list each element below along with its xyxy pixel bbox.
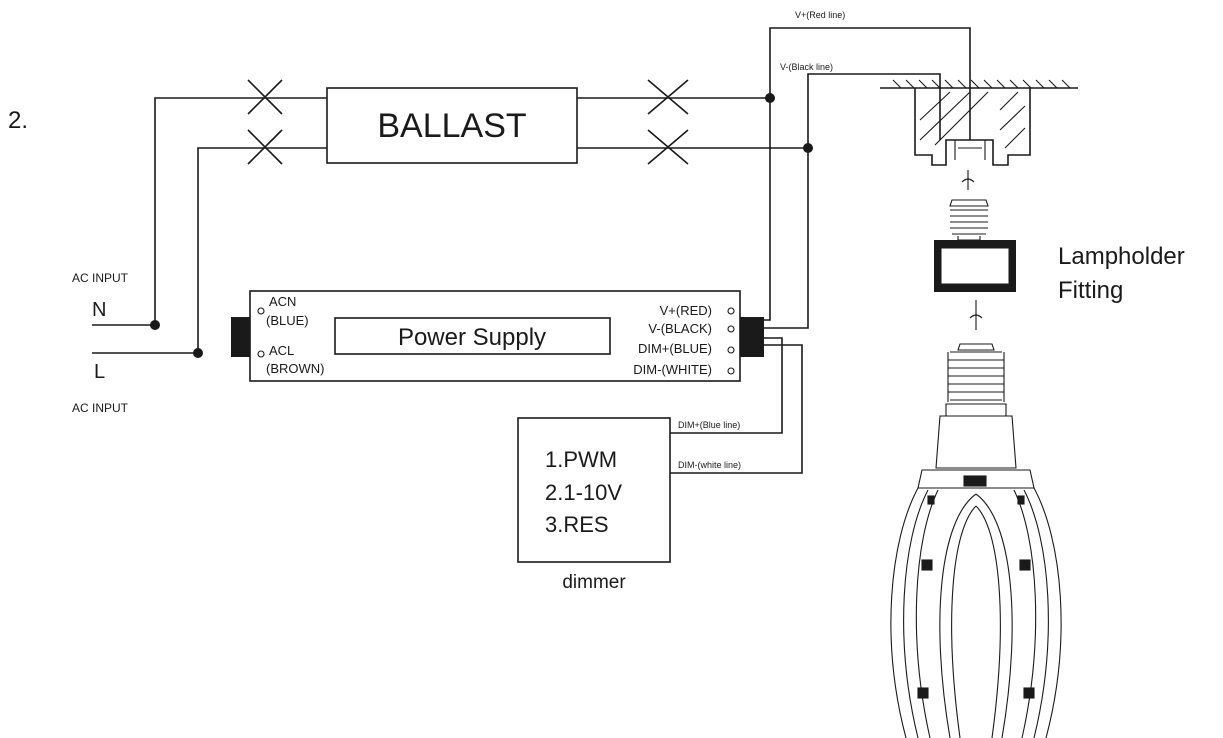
ps-output-dim-plus: DIM+(BLUE) <box>638 341 712 356</box>
dimmer: 1.PWM 2.1-10V 3.RES dimmer <box>517 417 671 593</box>
ps-output-v-minus: V-(BLACK) <box>648 321 712 336</box>
rotate-arrow-icon <box>969 300 983 330</box>
ps-output-terminal <box>740 317 764 357</box>
led-lamp <box>890 343 1062 738</box>
ps-acn-color: (BLUE) <box>266 313 309 328</box>
wire-v-minus-label: V-(Black line) <box>780 62 833 72</box>
dimmer-label: dimmer <box>562 572 626 593</box>
ceiling-socket <box>914 88 1031 166</box>
wire-dim-plus <box>670 337 783 434</box>
ps-acl-label: ACL <box>269 343 294 358</box>
ps-output-v-plus: V+(RED) <box>660 303 712 318</box>
power-supply: Power Supply ACN (BLUE) ACL (BROWN) V+(R… <box>231 290 764 382</box>
ballast: BALLAST <box>326 87 578 164</box>
lamp-screw-upper <box>949 199 989 241</box>
wire-v-minus <box>764 73 941 329</box>
wire-dim-minus <box>670 344 803 474</box>
power-supply-label: Power Supply <box>398 324 546 351</box>
wire-dim-plus-label: DIM+(Blue line) <box>678 420 740 430</box>
dimmer-mode-res: 3.RES <box>545 512 609 537</box>
dimmer-mode-1-10v: 2.1-10V <box>545 480 622 505</box>
ceiling <box>880 79 1078 89</box>
wire-dim-minus-label: DIM-(white line) <box>678 460 741 470</box>
lampholder-label-line2: Fitting <box>1058 277 1123 304</box>
wire-n-to-ballast <box>92 97 327 326</box>
wire-l-to-ballast <box>92 147 327 354</box>
ac-input-bottom-label: AC INPUT <box>72 401 129 415</box>
ballast-label: BALLAST <box>377 107 526 145</box>
ps-acl-color: (BROWN) <box>266 361 325 376</box>
ps-acn-label: ACN <box>269 294 296 309</box>
wire-v-plus <box>764 27 971 321</box>
ps-output-dim-minus: DIM-(WHITE) <box>633 362 712 377</box>
lampholder-fitting <box>934 240 1016 292</box>
ps-input-terminal <box>231 317 250 357</box>
lampholder-label-line1: Lampholder <box>1058 243 1185 270</box>
wire-v-plus-label: V+(Red line) <box>795 10 845 20</box>
dimmer-mode-pwm: 1.PWM <box>545 447 617 472</box>
cut-marks <box>247 79 689 165</box>
step-label: 2. <box>8 107 28 134</box>
rotate-arrow-icon <box>961 170 975 190</box>
ac-input-n-label: N <box>92 299 106 321</box>
ac-input-top-label: AC INPUT <box>72 271 129 285</box>
ac-input-l-label: L <box>94 361 105 383</box>
